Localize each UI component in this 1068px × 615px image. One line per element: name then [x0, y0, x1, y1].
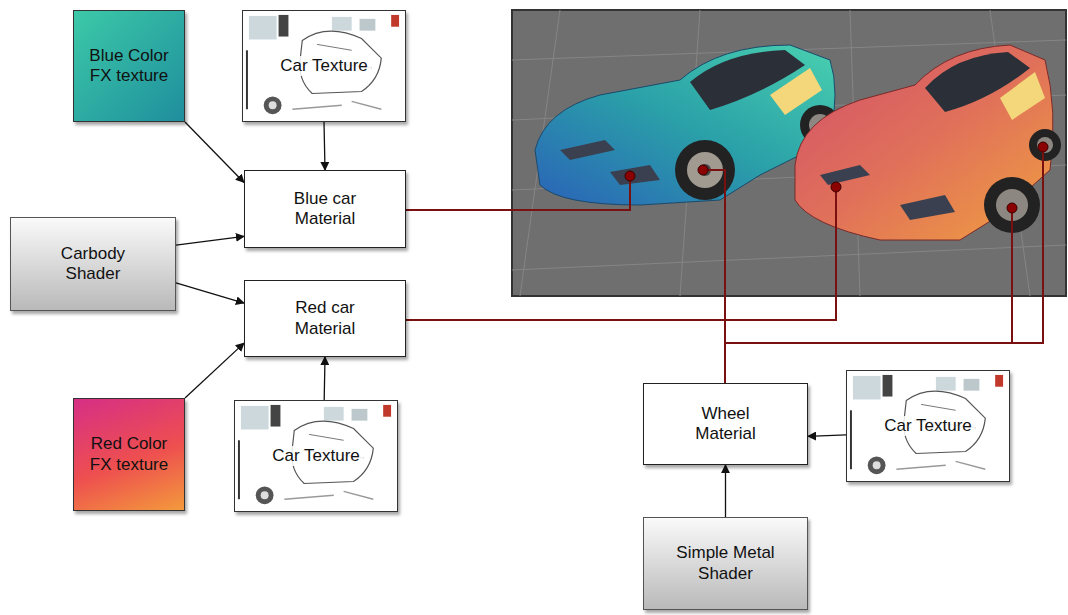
blue-car: [535, 45, 840, 205]
arrow-connector: [176, 283, 244, 303]
node-label: Car Texture: [881, 416, 975, 436]
node-label: Carbody Shader: [43, 244, 143, 285]
arrow-connector: [324, 357, 326, 400]
node-label: Red Color FX texture: [86, 434, 172, 475]
node-label: Car Texture: [277, 56, 371, 76]
texture-image: Car Texture: [242, 10, 406, 122]
arrow-connector: [725, 465, 726, 517]
texture-image: Car Texture: [234, 400, 398, 512]
color-fx-texture: Red Color FX texture: [73, 398, 185, 511]
node-label: Blue car Material: [275, 189, 375, 230]
render-viewport: [512, 10, 1066, 296]
color-fx-texture: Blue Color FX texture: [73, 10, 185, 122]
material-box: Red car Material: [244, 280, 406, 357]
arrow-connector: [185, 343, 244, 398]
arrow-connector: [324, 122, 325, 170]
node-label: Blue Color FX texture: [86, 46, 172, 87]
arrow-connector: [808, 435, 846, 436]
material-box: Wheel Material: [643, 383, 808, 465]
texture-image: Car Texture: [846, 370, 1010, 482]
assignment-dots: [625, 142, 1048, 213]
arrow-connector: [176, 236, 244, 245]
shader-box: Simple Metal Shader: [643, 517, 808, 610]
material-assignment-lines: [406, 147, 1043, 383]
material-box: Blue car Material: [244, 170, 406, 248]
node-label: Car Texture: [269, 446, 363, 466]
red-car: [795, 45, 1061, 240]
arrow-connector: [185, 122, 244, 182]
node-label: Simple Metal Shader: [661, 543, 791, 584]
node-label: Wheel Material: [676, 404, 776, 445]
node-label: Red car Material: [275, 298, 375, 339]
shader-box: Carbody Shader: [10, 217, 176, 311]
